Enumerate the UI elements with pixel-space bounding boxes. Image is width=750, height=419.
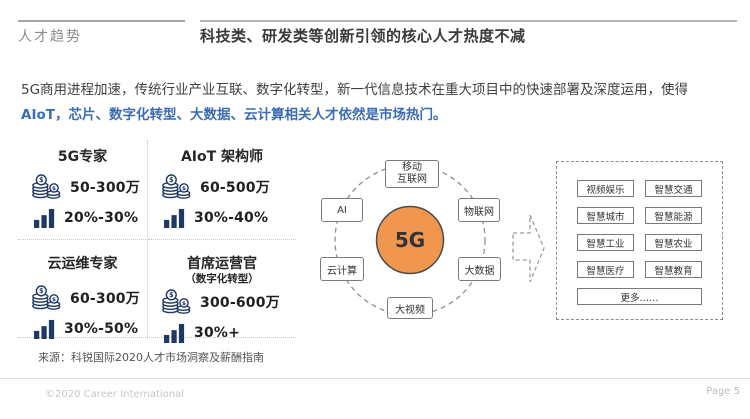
growth-range: 30%-50% bbox=[64, 321, 139, 337]
stat-subtitle: （数字化转型） bbox=[185, 273, 259, 285]
page-title: 科技类、研发类等创新引领的核心人才热度不减 bbox=[200, 27, 526, 45]
diagram-node-big-data: 大数据 bbox=[458, 257, 501, 281]
source-note: 来源：科锐国际2020人才市场洞察及薪酬指南 bbox=[38, 351, 264, 364]
hub-label: 5G bbox=[395, 228, 425, 252]
hub-circle bbox=[375, 205, 445, 275]
stat-title: 5G专家 bbox=[57, 149, 108, 165]
svg-text:$: $ bbox=[39, 176, 44, 184]
diagram-node-ai: AI bbox=[321, 198, 363, 222]
stat-card-aiot-architect: AIoT 架构师 $ $ 60-500万 bbox=[148, 140, 296, 240]
app-box-smart-agriculture: 智慧农业 bbox=[645, 234, 702, 251]
footer-divider bbox=[0, 378, 750, 379]
intro-highlight-text: AIoT，芯片、数字化转型、大数据、云计算相关人才依然是市场热门。 bbox=[21, 107, 447, 123]
5g-hub-diagram: 5G bbox=[334, 164, 545, 316]
stat-title: AIoT 架构师 bbox=[180, 149, 264, 165]
title-divider bbox=[200, 20, 737, 22]
section-eyebrow: 人才趋势 bbox=[18, 29, 82, 45]
coins-icon: $ $ bbox=[162, 289, 191, 314]
right-arrow-icon bbox=[512, 214, 545, 283]
diagram-node-iot: 物联网 bbox=[458, 198, 500, 222]
bar-chart-icon bbox=[34, 208, 55, 228]
stat-title: 云运维专家 bbox=[47, 256, 118, 272]
stat-card-chief-operating-officer: 首席运营官 （数字化转型） $ $ 300-600万 bbox=[148, 240, 296, 343]
salary-range: 60-300万 bbox=[70, 290, 140, 307]
app-box-smart-education: 智慧教育 bbox=[645, 261, 702, 278]
stat-card-5g-expert: 5G专家 $ $ 50-300万 bbox=[18, 140, 148, 240]
salary-range: 300-600万 bbox=[200, 294, 280, 311]
svg-text:$: $ bbox=[182, 186, 186, 192]
svg-text:$: $ bbox=[169, 291, 174, 299]
coins-icon: $ $ bbox=[32, 285, 61, 310]
app-box-smart-energy: 智慧能源 bbox=[645, 207, 702, 224]
app-box-smart-industry: 智慧工业 bbox=[577, 234, 634, 251]
app-box-smart-transport: 智慧交通 bbox=[645, 180, 702, 197]
svg-text:$: $ bbox=[182, 301, 186, 307]
talent-stats-grid: 5G专家 $ $ 50-300万 bbox=[18, 140, 296, 343]
bar-chart-icon bbox=[34, 319, 55, 339]
bar-chart-icon bbox=[164, 323, 185, 343]
coins-icon: $ $ bbox=[32, 174, 61, 199]
app-box-smart-city: 智慧城市 bbox=[577, 207, 634, 224]
bar-chart-icon bbox=[164, 208, 185, 228]
svg-text:$: $ bbox=[39, 287, 44, 295]
applications-panel: 视频娱乐 智慧交通 智慧城市 智慧能源 智慧工业 智慧农业 智慧医疗 智慧教育 … bbox=[556, 161, 723, 320]
stat-title: 首席运营官 bbox=[187, 256, 257, 272]
growth-range: 30%-40% bbox=[194, 210, 269, 226]
salary-range: 60-500万 bbox=[200, 179, 270, 196]
diagram-node-big-video: 大视频 bbox=[387, 297, 433, 319]
growth-range: 30%+ bbox=[194, 325, 241, 341]
svg-text:$: $ bbox=[169, 176, 174, 184]
diagram-node-mobile-internet: 移动 互联网 bbox=[385, 160, 439, 188]
footer-copyright: ©2020 Career International bbox=[45, 389, 185, 400]
app-box-smart-healthcare: 智慧医疗 bbox=[577, 261, 634, 278]
app-box-video-entertainment: 视频娱乐 bbox=[577, 180, 634, 197]
growth-range: 20%-30% bbox=[64, 210, 139, 226]
svg-text:$: $ bbox=[52, 297, 56, 303]
intro-text: 5G商用进程加速，传统行业产业互联、数字化转型，新一代信息技术在重大项目中的快速… bbox=[21, 82, 689, 98]
salary-range: 50-300万 bbox=[70, 179, 140, 196]
diagram-node-cloud-computing: 云计算 bbox=[320, 257, 364, 281]
coins-icon: $ $ bbox=[162, 174, 191, 199]
svg-text:$: $ bbox=[52, 186, 56, 192]
eyebrow-divider bbox=[18, 20, 185, 22]
footer-page-number: Page 5 bbox=[706, 386, 740, 397]
intro-paragraph: 5G商用进程加速，传统行业产业互联、数字化转型，新一代信息技术在重大项目中的快速… bbox=[21, 78, 737, 128]
stat-card-cloud-ops-expert: 云运维专家 $ $ 60-300万 bbox=[18, 240, 148, 339]
app-box-more: 更多…… bbox=[577, 288, 702, 305]
